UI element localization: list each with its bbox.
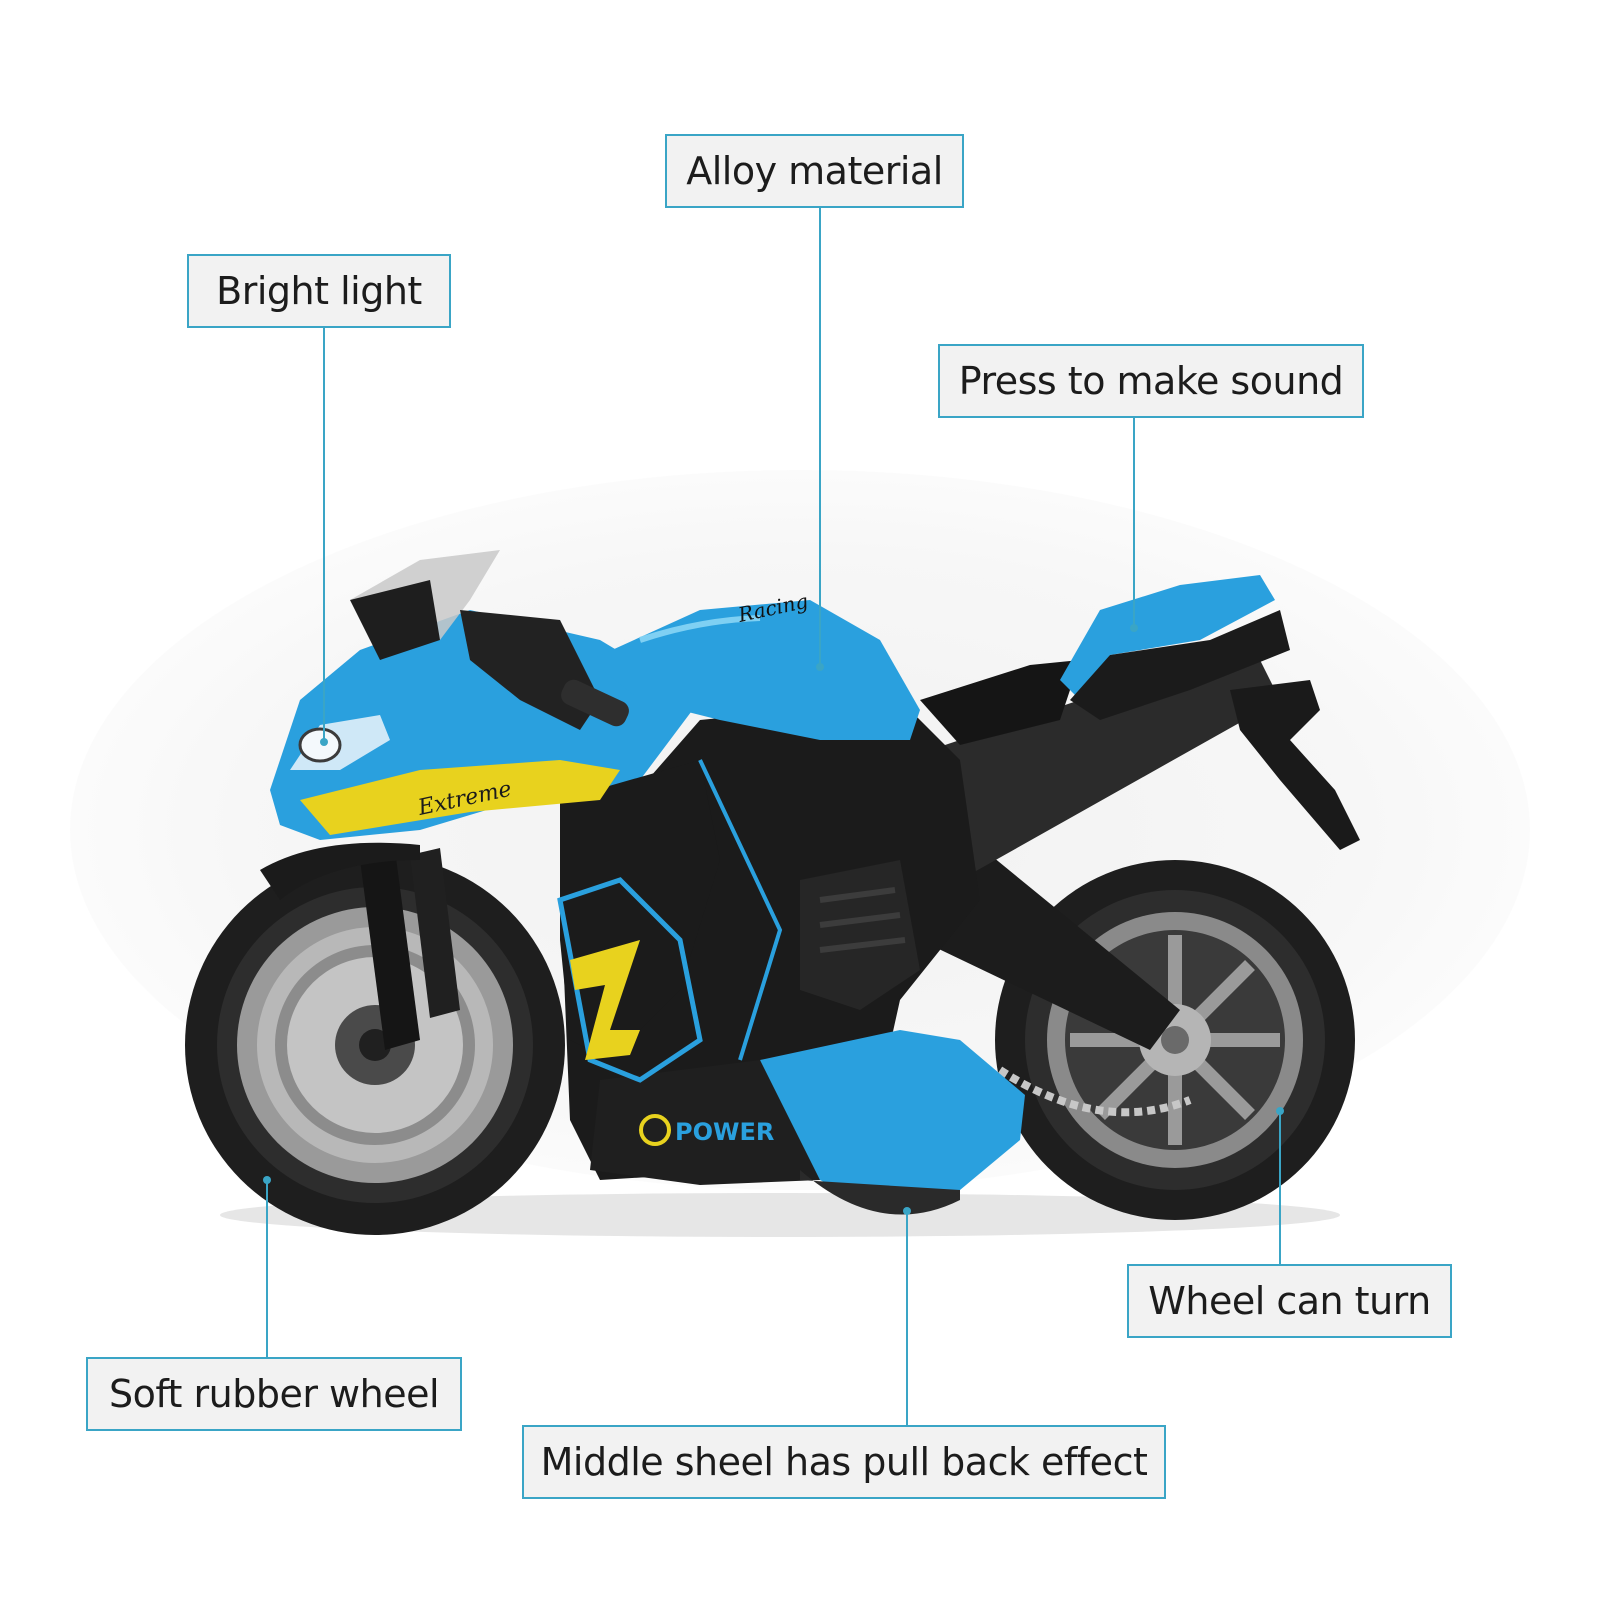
callout-press-sound: Press to make sound <box>938 344 1364 418</box>
callout-pull-back: Middle sheel has pull back effect <box>522 1425 1166 1499</box>
callout-soft-rubber: Soft rubber wheel <box>86 1357 462 1431</box>
callout-bright-light-label: Bright light <box>216 269 422 313</box>
callout-alloy-material-label: Alloy material <box>686 149 943 193</box>
front-wheel <box>185 848 565 1235</box>
callout-alloy-material: Alloy material <box>665 134 964 208</box>
callout-press-sound-label: Press to make sound <box>958 359 1344 403</box>
callout-pull-back-label: Middle sheel has pull back effect <box>540 1440 1148 1484</box>
bike-power-text: POWER <box>675 1118 774 1146</box>
callout-soft-rubber-label: Soft rubber wheel <box>108 1372 440 1416</box>
callout-bright-light: Bright light <box>187 254 451 328</box>
callout-wheel-turn-label: Wheel can turn <box>1148 1279 1431 1323</box>
callout-wheel-turn: Wheel can turn <box>1127 1264 1452 1338</box>
